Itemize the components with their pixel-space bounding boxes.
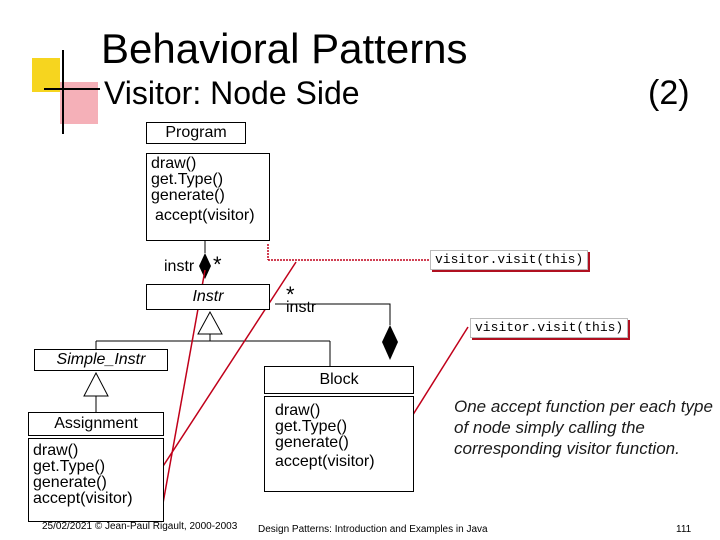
assignment-class-name: Assignment bbox=[54, 415, 138, 432]
composition-diamond-block bbox=[382, 325, 398, 360]
program-methods: draw() get.Type() generate() accept(visi… bbox=[146, 153, 270, 241]
footer-course: Design Patterns: Introduction and Exampl… bbox=[258, 524, 488, 535]
visit-note-block: visitor.visit(this) bbox=[470, 318, 629, 338]
instr-class: Instr bbox=[146, 284, 270, 310]
program-method: generate() bbox=[151, 187, 225, 204]
block-methods: draw() get.Type() generate() accept(visi… bbox=[264, 396, 414, 492]
program-method: get.Type() bbox=[151, 171, 224, 188]
visit-note-program: visitor.visit(this) bbox=[430, 250, 589, 270]
subtitle-rest: : Node Side bbox=[192, 75, 360, 111]
assignment-method: get.Type() bbox=[33, 458, 106, 475]
instr-role-label: instr bbox=[164, 258, 195, 275]
inheritance-triangle-simple bbox=[83, 371, 109, 397]
block-instr-link bbox=[275, 303, 391, 325]
block-role-label: instr bbox=[286, 299, 317, 316]
assignment-class-header: Assignment bbox=[28, 412, 164, 436]
note-line-diag-1 bbox=[159, 269, 206, 521]
corner-vertical-rule bbox=[62, 50, 64, 134]
assignment-method: draw() bbox=[33, 442, 79, 459]
footer-page-number: 111 bbox=[676, 524, 692, 535]
assignment-method: generate() bbox=[33, 474, 107, 491]
program-method: draw() bbox=[151, 155, 197, 172]
slide-subtitle: Visitor: Node Side bbox=[104, 74, 360, 112]
visitor-comment: One accept function per each type of nod… bbox=[454, 397, 713, 458]
corner-yellow-square bbox=[32, 58, 60, 92]
assignment-methods: draw() get.Type() generate() accept(visi… bbox=[28, 438, 164, 522]
simple-instr-class: Simple_Instr bbox=[34, 349, 168, 371]
footer-copyright: 25/02/2021 © Jean-Paul Rigault, 2000-200… bbox=[42, 521, 238, 532]
slide-part-number: (2) bbox=[648, 74, 690, 112]
block-class-header: Block bbox=[264, 366, 414, 394]
composition-diamond-program bbox=[199, 253, 211, 279]
block-class-name: Block bbox=[319, 371, 359, 388]
program-class-header: Program bbox=[146, 122, 246, 144]
block-method: accept(visitor) bbox=[275, 453, 375, 470]
assignment-method: accept(visitor) bbox=[33, 490, 133, 507]
block-method: get.Type() bbox=[275, 418, 348, 435]
corner-horizontal-rule bbox=[44, 88, 100, 90]
block-method: draw() bbox=[275, 402, 321, 419]
instr-multiplicity: * bbox=[213, 252, 222, 277]
simple-instr-class-name: Simple_Instr bbox=[56, 351, 146, 368]
subtitle-keyword: Visitor bbox=[104, 75, 193, 111]
program-class-name: Program bbox=[165, 124, 227, 141]
slide-title: Behavioral Patterns bbox=[101, 25, 468, 72]
inheritance-triangle-instr bbox=[197, 310, 223, 335]
block-method: generate() bbox=[275, 434, 349, 451]
program-method: accept(visitor) bbox=[155, 207, 255, 224]
block-multiplicity: * bbox=[286, 282, 295, 307]
instr-class-name: Instr bbox=[192, 288, 224, 305]
